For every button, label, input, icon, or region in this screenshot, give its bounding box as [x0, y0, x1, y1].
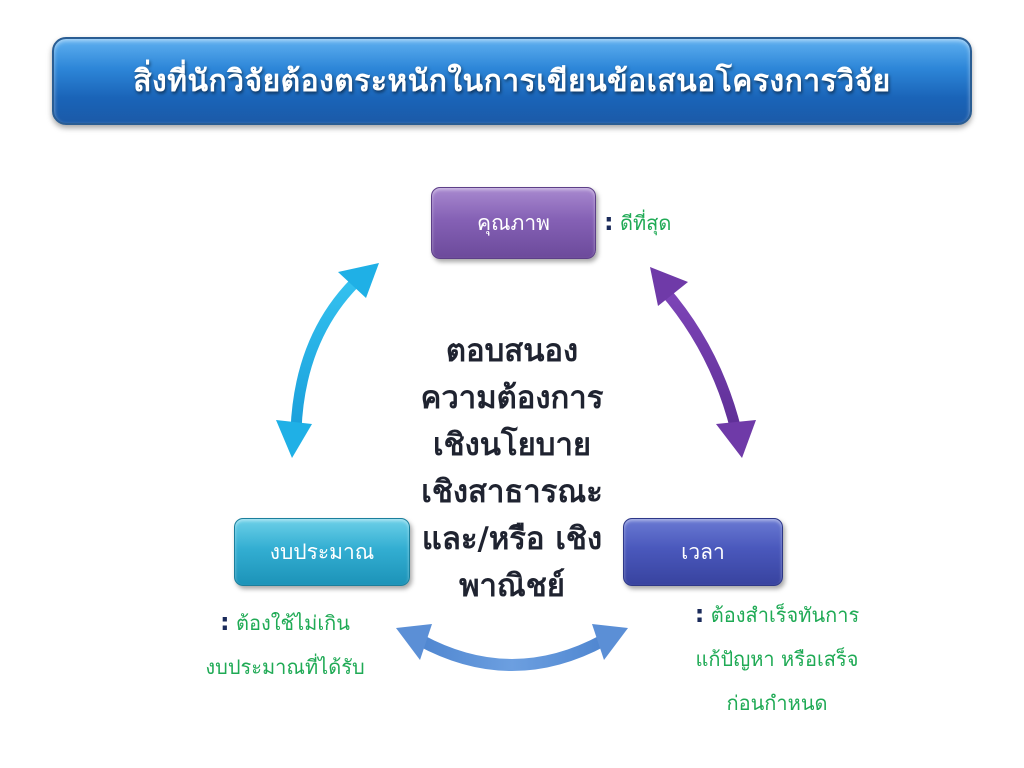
budget-note-line: งบประมาณที่ได้รับ — [205, 655, 365, 679]
quality-note: : ดีที่สุด — [604, 200, 671, 245]
budget-note: : ต้องใช้ไม่เกิน งบประมาณที่ได้รับ — [170, 600, 400, 689]
title-bar: สิ่งที่นักวิจัยต้องตระหนักในการเขียนข้อเ… — [52, 37, 972, 125]
center-line: และ/หรือ เชิง — [421, 521, 603, 557]
quality-note-colon: : — [604, 208, 614, 236]
center-line: พาณิชย์ — [459, 568, 565, 604]
budget-node: งบประมาณ — [234, 518, 410, 586]
time-note-line: ก่อนกำหนด — [726, 691, 828, 715]
time-node-label: เวลา — [681, 539, 725, 564]
time-note-line: แก้ปัญหา หรือเสร็จ — [695, 647, 859, 671]
time-node: เวลา — [623, 518, 783, 586]
time-note-line: ต้องสำเร็จทันการ — [710, 603, 860, 627]
center-line: เชิงนโยบาย — [432, 427, 592, 463]
center-line: ความต้องการ — [420, 380, 604, 416]
double-arrow-icon — [396, 624, 628, 671]
double-arrow-icon — [650, 267, 756, 458]
quality-note-line: ดีที่สุด — [619, 211, 672, 235]
budget-note-line: ต้องใช้ไม่เกิน — [236, 611, 350, 635]
center-line: ตอบสนอง — [445, 333, 579, 369]
time-note-colon: : — [694, 600, 705, 628]
quality-node-label: คุณภาพ — [476, 210, 550, 235]
center-statement: ตอบสนอง ความต้องการ เชิงนโยบาย เชิงสาธาร… — [380, 328, 644, 610]
time-note: : ต้องสำเร็จทันการ แก้ปัญหา หรือเสร็จ ก่… — [652, 592, 902, 725]
double-arrow-icon — [276, 263, 379, 458]
budget-note-colon: : — [220, 608, 230, 636]
quality-node: คุณภาพ — [431, 187, 596, 259]
center-line: เชิงสาธารณะ — [421, 474, 603, 510]
page-title: สิ่งที่นักวิจัยต้องตระหนักในการเขียนข้อเ… — [133, 63, 891, 99]
budget-node-label: งบประมาณ — [269, 539, 375, 564]
